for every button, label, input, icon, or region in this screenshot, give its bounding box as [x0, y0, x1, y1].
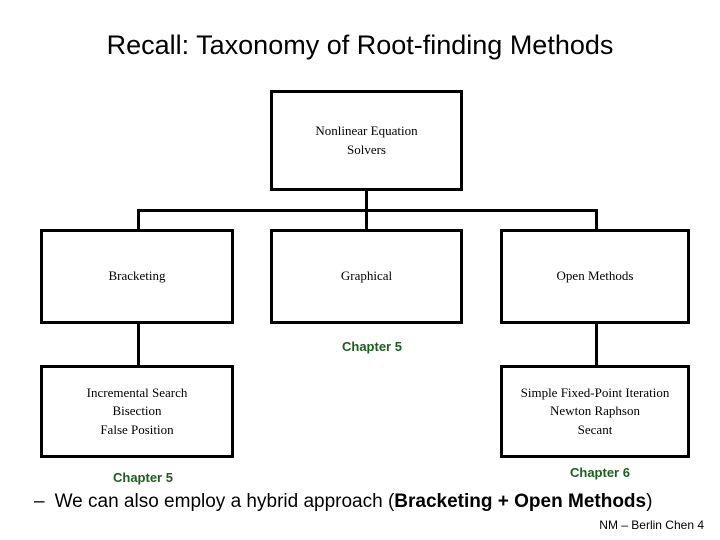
node-graphical-label: Graphical — [340, 268, 393, 284]
node-nonlinear-equation-solvers-label: Nonlinear Equation Solvers — [315, 123, 418, 157]
bullet-dash: – — [34, 491, 45, 512]
connector-bracketing-to-methods — [137, 322, 140, 368]
bullet-text-after: ) — [646, 491, 653, 512]
node-open-methods[interactable]: Open Methods — [500, 229, 690, 324]
bullet-text-before: We can also employ a hybrid approach ( — [54, 491, 395, 512]
connector-root-to-bus — [365, 191, 368, 212]
chapter-label-graphical: Chapter 5 — [342, 339, 402, 354]
page-title: Recall: Taxonomy of Root-finding Methods — [106, 30, 614, 60]
connector-bus-to-bracketing — [137, 209, 140, 232]
node-graphical[interactable]: Graphical — [270, 229, 463, 324]
node-open-methods-list[interactable]: Simple Fixed-Point Iteration Newton Raph… — [500, 365, 690, 458]
node-open-methods-label: Open Methods — [556, 268, 634, 284]
chapter-label-open-methods: Chapter 6 — [570, 465, 630, 480]
connector-bus-to-graphical — [365, 209, 368, 232]
chapter-label-bracketing: Chapter 5 — [113, 470, 173, 485]
slide-footer: NM – Berlin Chen 4 — [599, 518, 704, 532]
connector-open-to-methods — [595, 322, 598, 368]
node-bracketing-methods[interactable]: Incremental Search Bisection False Posit… — [40, 365, 234, 458]
node-bracketing-label: Bracketing — [108, 268, 166, 284]
node-bracketing[interactable]: Bracketing — [40, 229, 234, 324]
bullet-text-emphasis: Bracketing + Open Methods — [394, 491, 647, 512]
node-bracketing-methods-label: Incremental Search Bisection False Posit… — [86, 384, 188, 437]
connector-bus-to-open-methods — [595, 209, 598, 232]
bullet-hybrid-approach: –We can also employ a hybrid approach (B… — [34, 491, 706, 513]
node-nonlinear-equation-solvers[interactable]: Nonlinear Equation Solvers — [270, 90, 463, 191]
node-open-methods-list-label: Simple Fixed-Point Iteration Newton Raph… — [520, 384, 670, 437]
